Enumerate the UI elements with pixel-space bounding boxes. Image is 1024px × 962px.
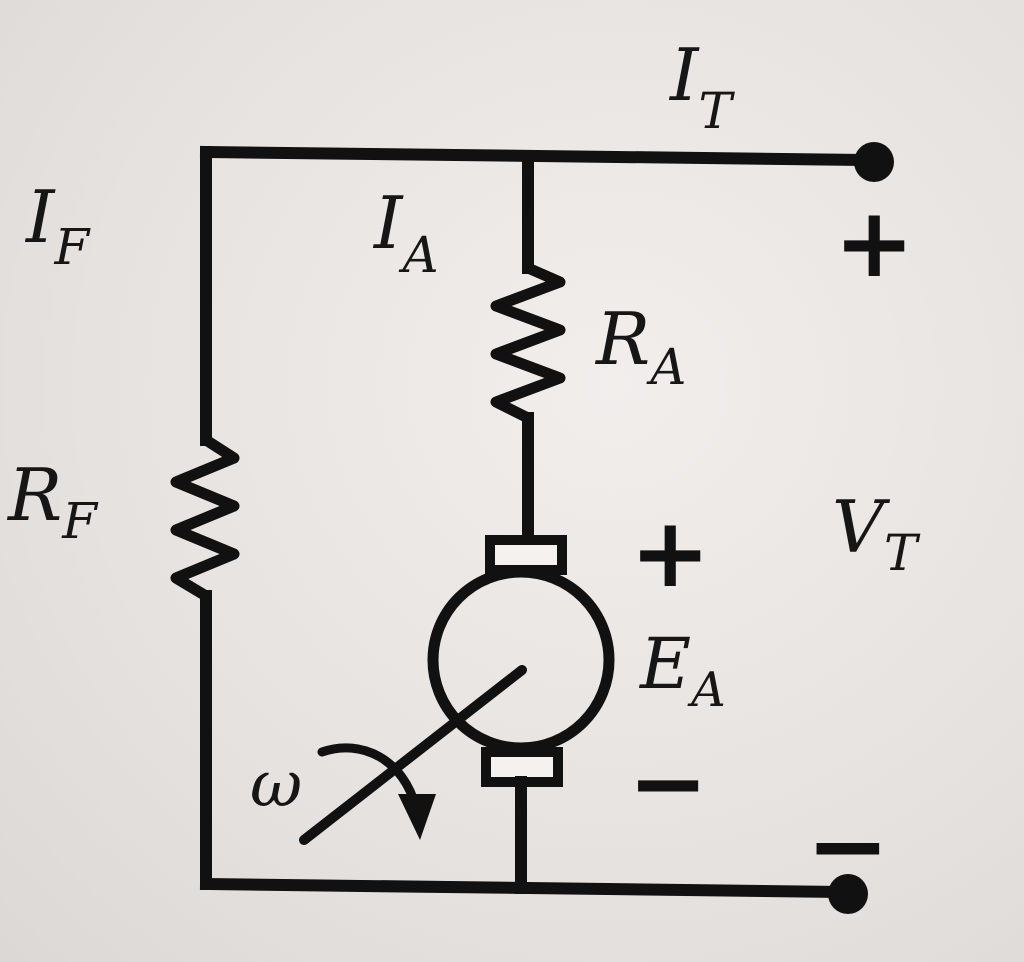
terminal-minus-sign: −: [806, 787, 890, 904]
ea-minus-sign: −: [628, 727, 708, 839]
ea-plus-sign: +: [630, 497, 710, 609]
armature-resistor: [490, 262, 566, 424]
label-EA: EA: [638, 623, 726, 718]
upper-brush: [485, 535, 567, 575]
terminal-plus-sign: +: [834, 187, 914, 299]
rotation-shaft: [299, 665, 527, 845]
label-VT: VT: [832, 485, 921, 582]
rotation-arrowhead: [398, 794, 436, 840]
label-IF: IF: [24, 175, 91, 276]
label-RF: RF: [6, 453, 99, 550]
label-IA: IA: [372, 181, 439, 284]
top-wire: [199, 145, 875, 167]
terminal-top: [854, 142, 894, 182]
label-IT: IT: [668, 33, 735, 140]
terminal-bottom: [828, 874, 868, 914]
field-resistor: [170, 434, 240, 602]
label-omega: ω: [250, 748, 302, 822]
rotation-arc: [317, 743, 421, 813]
label-RA: RA: [594, 297, 686, 396]
